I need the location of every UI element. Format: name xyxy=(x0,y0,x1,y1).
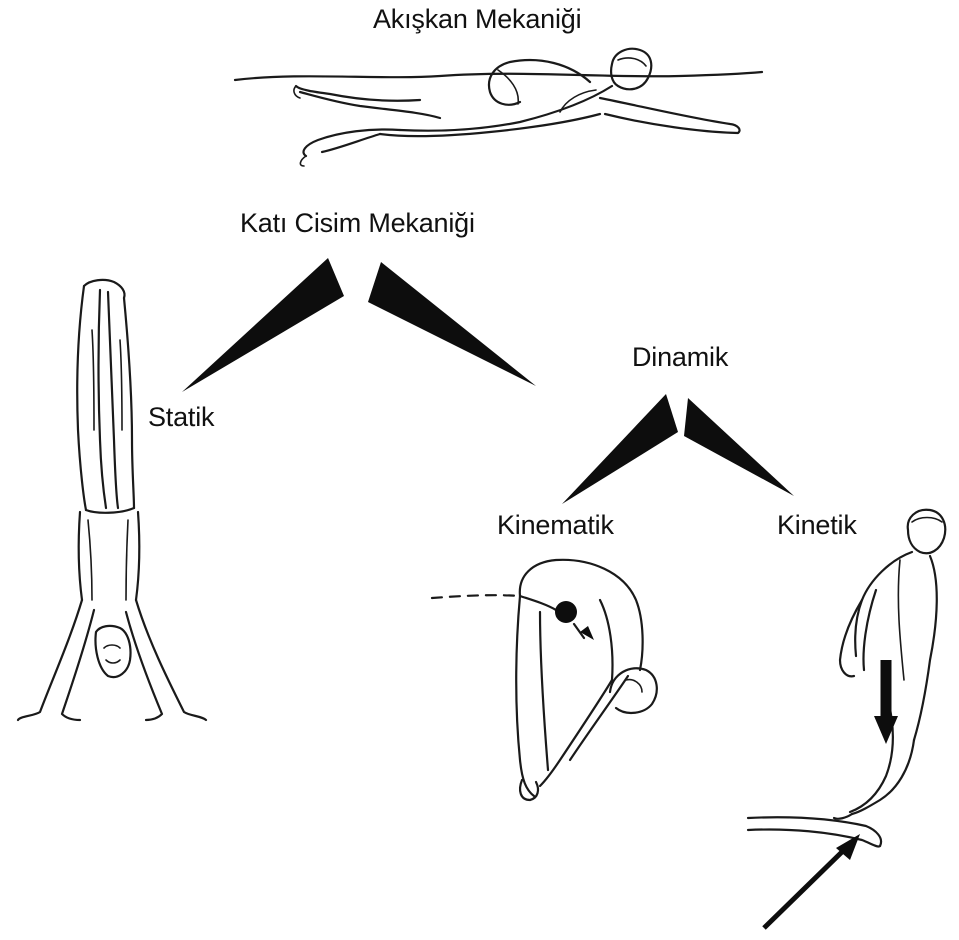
label-dinamik: Dinamik xyxy=(632,342,728,373)
label-statik: Statik xyxy=(148,402,214,433)
label-kinetik: Kinetik xyxy=(777,510,857,541)
springboard-diver-figure-icon xyxy=(748,510,945,928)
wedge-to-dinamik xyxy=(368,262,536,386)
wedge-to-statik xyxy=(182,258,344,392)
pike-diver-figure-icon xyxy=(432,560,657,800)
label-akiskan-mekanigi: Akışkan Mekaniği xyxy=(373,4,581,35)
label-kati-cisim-mekanigi: Katı Cisim Mekaniği xyxy=(240,208,475,239)
label-kinematik: Kinematik xyxy=(497,510,614,541)
wedge-to-kinetik xyxy=(684,398,794,496)
wedge-to-kinematik xyxy=(562,394,678,504)
swimmer-figure-icon xyxy=(235,49,762,166)
handstand-figure-icon xyxy=(18,280,206,720)
